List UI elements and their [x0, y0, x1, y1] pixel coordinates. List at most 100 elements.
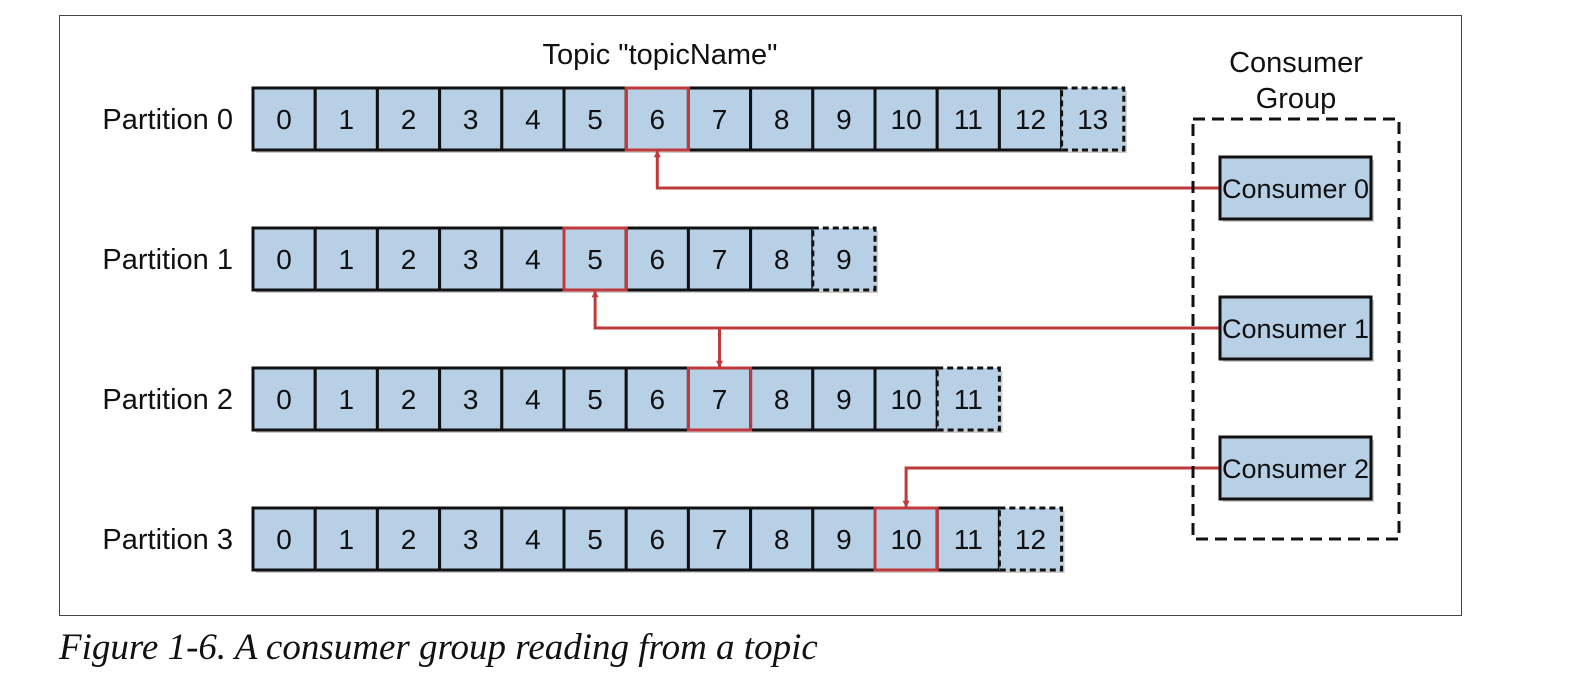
offset-cell: 4 [500, 226, 567, 293]
offset-cell-box [562, 366, 628, 432]
offset-number: 4 [525, 104, 541, 135]
offset-cell: 3 [438, 226, 505, 293]
offset-cell: 4 [500, 506, 567, 573]
offset-cell: 3 [438, 506, 505, 573]
offset-number: 10 [891, 524, 922, 555]
offset-cell: 5 [562, 506, 630, 573]
consumer-label: Consumer 0 [1222, 174, 1369, 204]
offset-cell: 8 [749, 506, 816, 573]
consumer-0: Consumer 0 [1218, 155, 1374, 222]
offset-number: 6 [650, 384, 666, 415]
offset-cell: 5 [562, 86, 630, 153]
offset-cell-box [749, 366, 815, 432]
read-arrow [902, 466, 1220, 508]
offset-cell-box [438, 226, 504, 292]
offset-cell: 0 [251, 506, 319, 573]
current-offset-cell: 10 [873, 506, 941, 573]
offset-cell: 8 [749, 226, 816, 293]
offset-cell: 2 [375, 226, 443, 293]
offset-number: 7 [712, 524, 728, 555]
offset-number: 4 [525, 524, 541, 555]
offset-cell-box [935, 366, 1001, 432]
offset-cell: 7 [686, 226, 754, 293]
offset-cell: 4 [500, 86, 567, 153]
offset-cell: 2 [375, 86, 443, 153]
offset-number: 2 [401, 384, 417, 415]
figure-caption: Figure 1-6. A consumer group reading fro… [59, 627, 818, 668]
offset-cell-box [500, 86, 566, 152]
offset-cell: 1 [313, 506, 381, 573]
offset-cell-box [1060, 86, 1126, 152]
offset-cell: 10 [873, 366, 941, 433]
offset-cell: 7 [686, 86, 754, 153]
offset-cell: 2 [375, 366, 443, 433]
offset-number: 2 [401, 524, 417, 555]
offset-number: 3 [463, 244, 479, 275]
offset-number: 8 [774, 244, 790, 275]
offset-cell-box [997, 506, 1064, 572]
offset-cell-box [375, 86, 442, 152]
offset-number: 6 [650, 524, 666, 555]
offset-number: 6 [650, 104, 666, 135]
offset-cell: 6 [624, 226, 692, 293]
pending-offset-cell: 12 [997, 506, 1065, 573]
offset-cell-box [313, 226, 379, 292]
offset-cell-box [562, 506, 628, 572]
offset-cell-box [749, 226, 815, 292]
offset-cell-box [873, 86, 939, 152]
offset-cell: 11 [935, 506, 1003, 573]
offset-number: 12 [1015, 104, 1046, 135]
offset-cell: 9 [811, 86, 878, 153]
offset-cell: 0 [251, 366, 319, 433]
offset-number: 5 [587, 244, 603, 275]
offset-cell-box [500, 226, 566, 292]
offset-cell: 6 [624, 366, 692, 433]
arrows-layer [591, 150, 1220, 508]
topic-title: Topic "topicName" [543, 39, 778, 71]
offset-cell-box [749, 86, 815, 152]
offset-cell-box [873, 366, 939, 432]
offset-cell-box [935, 86, 1001, 152]
offset-number: 5 [587, 384, 603, 415]
offset-cell-box [438, 366, 504, 432]
offset-number: 1 [339, 384, 355, 415]
partition-label: Partition 3 [102, 524, 233, 556]
offset-number: 11 [954, 524, 983, 555]
offset-cell: 0 [251, 226, 319, 293]
offset-number: 0 [276, 104, 292, 135]
offset-number: 2 [401, 244, 417, 275]
offset-number: 10 [891, 104, 922, 135]
offset-cell: 3 [438, 86, 505, 153]
offset-cell-box [313, 366, 379, 432]
offset-number: 11 [954, 104, 983, 135]
offset-cell: 5 [562, 366, 630, 433]
offset-cell-box [500, 506, 566, 572]
offset-number: 3 [463, 524, 479, 555]
offset-cell: 10 [873, 86, 941, 153]
offset-cell: 0 [251, 86, 319, 153]
offset-number: 8 [774, 104, 790, 135]
group-title-line2: Group [1256, 83, 1337, 115]
offset-cell-box [749, 506, 815, 572]
offset-number: 1 [339, 244, 355, 275]
offset-number: 0 [276, 524, 292, 555]
current-offset-cell: 6 [624, 86, 692, 153]
offset-cell-box [251, 226, 317, 292]
offset-number: 4 [525, 244, 541, 275]
offset-cell-box [375, 506, 442, 572]
offset-number: 7 [712, 104, 728, 135]
offset-cell-box [624, 226, 690, 292]
offset-number: 11 [954, 384, 983, 415]
offset-cell-box [624, 506, 690, 572]
offset-cell: 7 [686, 506, 754, 573]
current-offset-highlight [873, 506, 939, 572]
consumer-1: Consumer 1 [1218, 295, 1374, 362]
offset-cell-box [251, 86, 317, 152]
offset-cell: 4 [500, 366, 567, 433]
offset-number: 8 [774, 524, 790, 555]
